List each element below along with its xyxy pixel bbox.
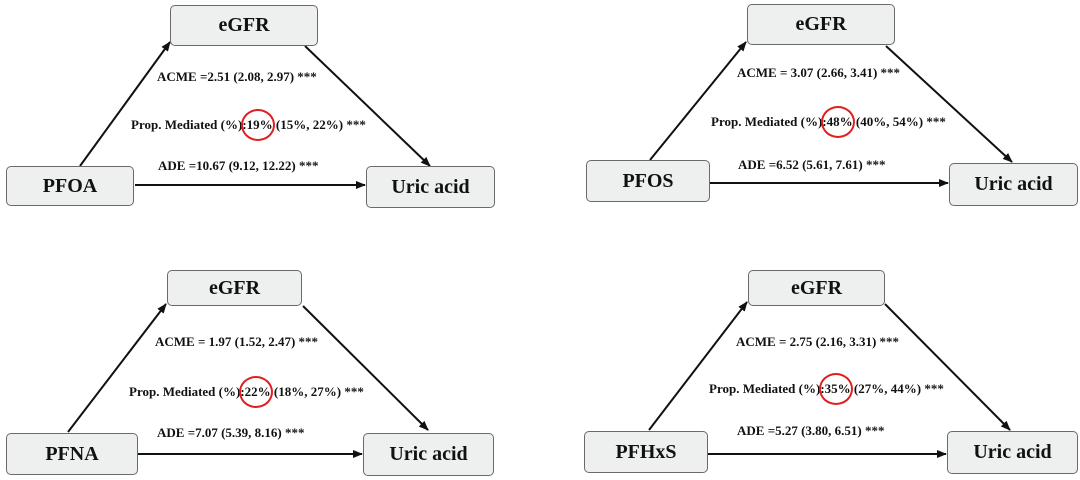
outcome-node: Uric acid <box>949 163 1078 206</box>
highlight-circle <box>240 109 275 141</box>
mediator-node: eGFR <box>748 270 885 306</box>
ade-label: ADE =6.52 (5.61, 7.61) *** <box>738 157 886 172</box>
prop-mediated-percent: 48% <box>820 106 855 138</box>
arrow-exposure-to-mediator <box>649 41 747 161</box>
mediator-node: eGFR <box>170 5 318 46</box>
outcome-node: Uric acid <box>947 431 1078 474</box>
acme-label: ACME = 2.75 (2.16, 3.31) *** <box>736 334 900 349</box>
mediation-panel-pfna: eGFR PFNA Uric acid ACME = 1.97 (1.52, 2… <box>0 240 540 480</box>
arrow-mediator-to-outcome <box>885 45 1013 163</box>
acme-label: ACME = 1.97 (1.52, 2.47) *** <box>155 334 319 349</box>
outcome-node: Uric acid <box>366 166 495 208</box>
mediation-panel-pfos: eGFR PFOS Uric acid ACME = 3.07 (2.66, 3… <box>540 0 1080 240</box>
acme-label: ACME = 3.07 (2.66, 3.41) *** <box>737 65 901 80</box>
outcome-node: Uric acid <box>363 433 494 476</box>
prop-mediated-ci: (18%, 27%) *** <box>270 384 364 399</box>
arrow-exposure-to-mediator <box>79 41 171 167</box>
prop-mediated-percent: 19% <box>240 109 275 141</box>
mediation-panel-pfhxs: eGFR PFHxS Uric acid ACME = 2.75 (2.16, … <box>540 240 1080 480</box>
arrow-mediator-to-outcome <box>884 303 1011 431</box>
highlight-circle <box>820 106 855 138</box>
mediator-node: eGFR <box>747 4 895 45</box>
arrow-mediator-to-outcome <box>302 305 429 431</box>
ade-label: ADE =10.67 (9.12, 12.22) *** <box>158 158 319 173</box>
exposure-node: PFHxS <box>584 431 708 473</box>
arrow-exposure-to-mediator <box>648 301 748 431</box>
prop-mediated-percent: 22% <box>238 376 273 408</box>
highlight-circle <box>818 373 853 405</box>
arrow-mediator-to-outcome <box>304 45 431 167</box>
prop-mediated-prefix: Prop. Mediated (%): <box>131 117 247 132</box>
prop-mediated-ci: (27%, 44%) *** <box>850 381 944 396</box>
prop-mediated-label: Prop. Mediated (%):35% (27%, 44%) *** <box>709 373 944 405</box>
acme-label: ACME =2.51 (2.08, 2.97) *** <box>157 69 317 84</box>
panel-arrows <box>79 41 431 189</box>
prop-mediated-percent: 35% <box>818 373 853 405</box>
highlight-circle <box>238 376 273 408</box>
panel-arrows <box>67 303 429 458</box>
prop-mediated-prefix: Prop. Mediated (%): <box>709 381 825 396</box>
prop-mediated-prefix: Prop. Mediated (%): <box>129 384 245 399</box>
mediator-node: eGFR <box>167 270 302 306</box>
ade-label: ADE =5.27 (3.80, 6.51) *** <box>737 423 885 438</box>
mediation-panel-pfoa: eGFR PFOA Uric acid ACME =2.51 (2.08, 2.… <box>0 0 540 240</box>
prop-mediated-label: Prop. Mediated (%):19% (15%, 22%) *** <box>131 109 366 141</box>
ade-label: ADE =7.07 (5.39, 8.16) *** <box>157 425 305 440</box>
exposure-node: PFNA <box>6 433 138 475</box>
prop-mediated-prefix: Prop. Mediated (%): <box>711 114 827 129</box>
prop-mediated-label: Prop. Mediated (%):22% (18%, 27%) *** <box>129 376 364 408</box>
prop-mediated-ci: (40%, 54%) *** <box>852 114 946 129</box>
panel-arrows <box>648 301 1011 458</box>
exposure-node: PFOA <box>6 166 134 206</box>
prop-mediated-ci: (15%, 22%) *** <box>272 117 366 132</box>
panel-arrows <box>649 41 1013 187</box>
prop-mediated-label: Prop. Mediated (%):48% (40%, 54%) *** <box>711 106 946 138</box>
exposure-node: PFOS <box>586 160 710 202</box>
arrow-exposure-to-mediator <box>67 303 167 433</box>
